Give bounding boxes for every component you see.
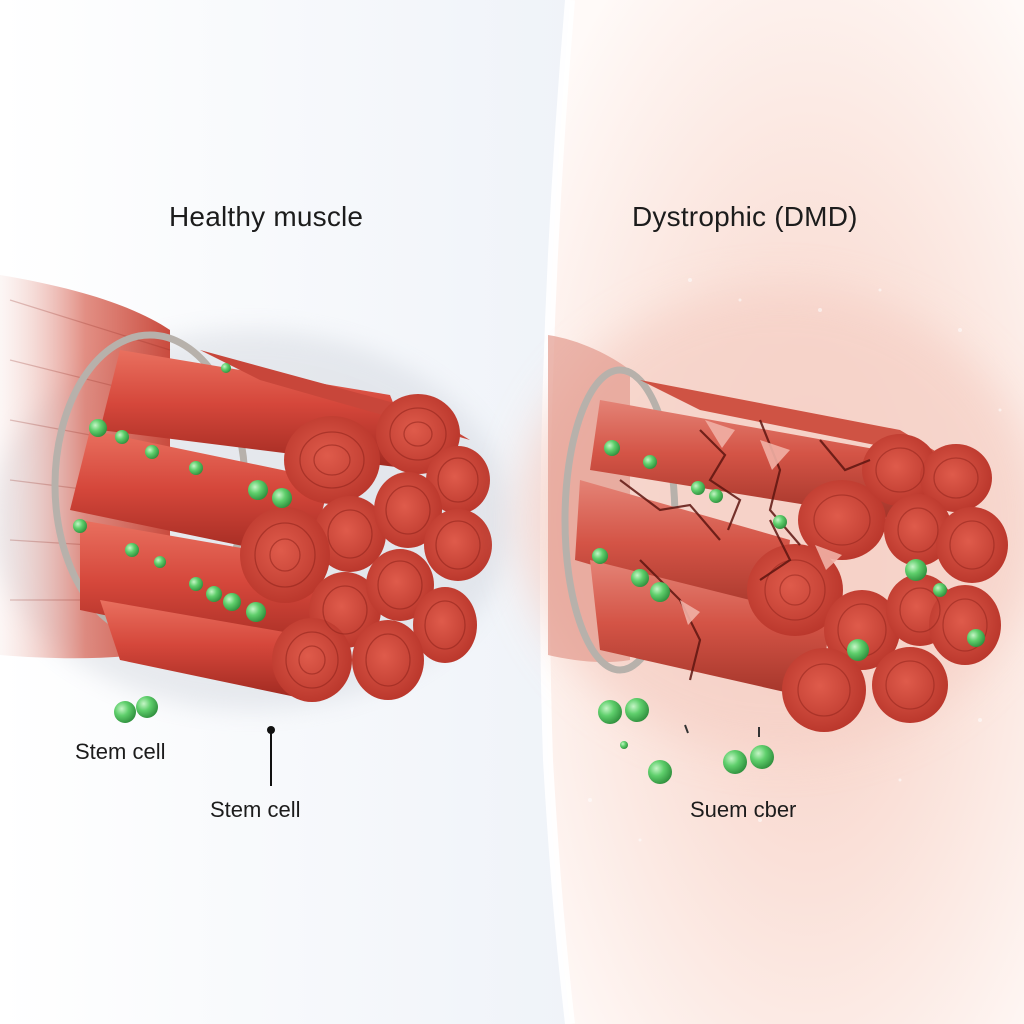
- stem-cell-icon: [631, 569, 649, 587]
- stem-cells-healthy: [73, 363, 292, 622]
- stem-cell-icon: [604, 440, 620, 456]
- stem-cell-icon: [206, 586, 222, 602]
- healthy-panel-title: Healthy muscle: [169, 201, 364, 232]
- stem-cell-icon: [650, 582, 670, 602]
- label-leader-line: [684, 724, 689, 734]
- stem-cell-icon: [125, 543, 139, 557]
- inflammation-haze: [588, 278, 1002, 842]
- fiber-cross-sections: [747, 434, 1008, 732]
- stem-cell-icon: [933, 583, 947, 597]
- stem-cell-icon: [592, 548, 608, 564]
- stem-cell-icon: [115, 430, 129, 444]
- stem-cell-icon: [114, 701, 136, 723]
- stem-cell-icon: [773, 515, 787, 529]
- stem-cell-icon: [905, 559, 927, 581]
- stem-cell-icon: [246, 602, 266, 622]
- stem-cell-icon: [73, 519, 87, 533]
- stem-cell-icon: [145, 445, 159, 459]
- stem-cell-icon: [967, 629, 985, 647]
- dystrophic-panel-title: Dystrophic (DMD): [632, 201, 858, 232]
- stem-cell-icon: [723, 750, 747, 774]
- stem-cell-icon: [189, 461, 203, 475]
- damaged-fiber-fragments: [680, 420, 842, 625]
- panel-divider: [539, 0, 575, 1024]
- healthy-muscle-bundle: [0, 275, 510, 786]
- stem-cell-icon: [620, 741, 628, 749]
- stem-cell-icon: [598, 700, 622, 724]
- stem-cell-label: Suem cber: [690, 797, 797, 822]
- stem-cell-icon: [648, 760, 672, 784]
- stem-cell-icon: [643, 455, 657, 469]
- stem-cell-icon: [272, 488, 292, 508]
- stem-cells-dystrophic: [592, 440, 985, 661]
- stem-cell-icon: [154, 556, 166, 568]
- stem-cell-icon: [625, 698, 649, 722]
- stem-cell-icon: [223, 593, 241, 611]
- stem-cell-icon: [221, 363, 231, 373]
- fiber-cross-sections: [240, 394, 492, 702]
- stem-cell-label: Stem cell: [210, 797, 301, 822]
- stem-cell-icon: [709, 489, 723, 503]
- dystrophic-muscle-bundle: [520, 278, 1024, 842]
- stem-cell-icon: [136, 696, 158, 718]
- stem-cell-icon: [189, 577, 203, 591]
- stem-cell-icon: [750, 745, 774, 769]
- stem-cell-label: Stem cell: [75, 739, 166, 764]
- stem-cell-icon: [89, 419, 107, 437]
- stem-cell-icon: [691, 481, 705, 495]
- stem-cell-icon: [847, 639, 869, 661]
- stem-cell-icon: [248, 480, 268, 500]
